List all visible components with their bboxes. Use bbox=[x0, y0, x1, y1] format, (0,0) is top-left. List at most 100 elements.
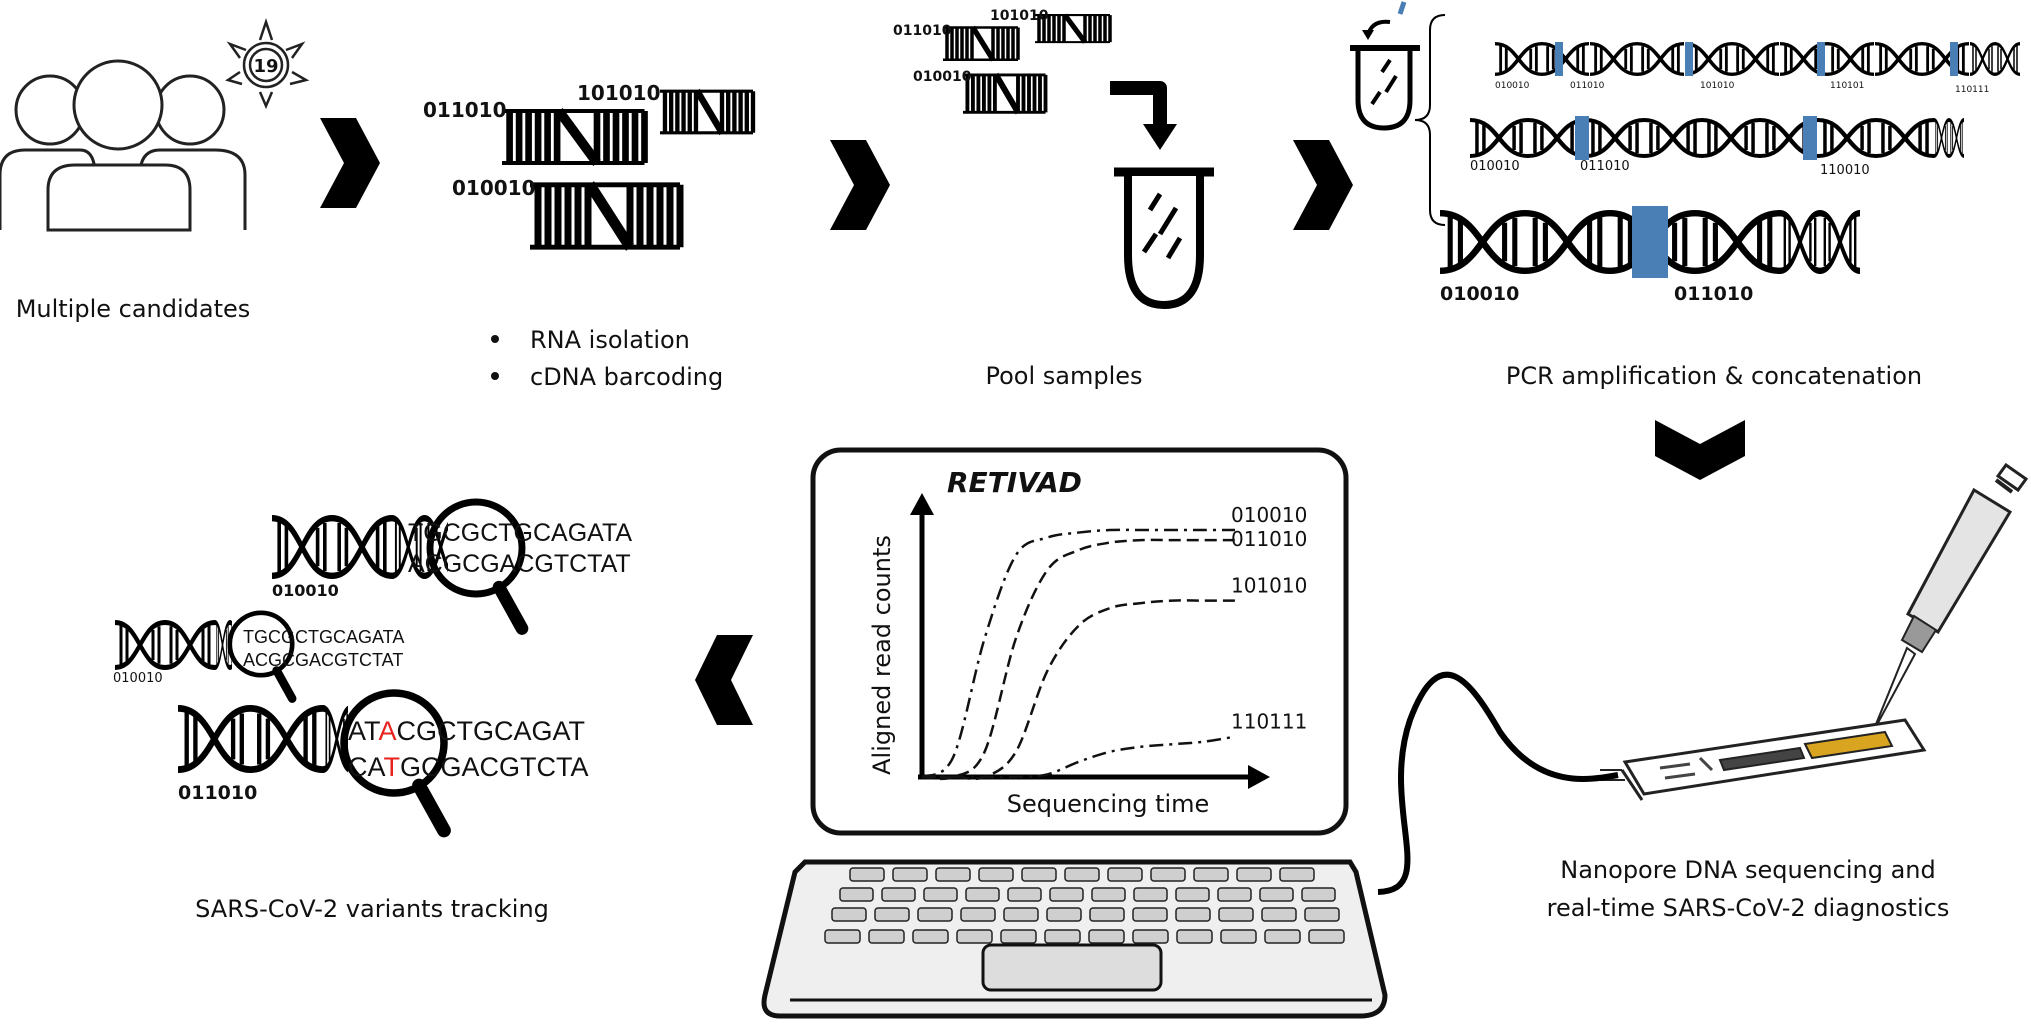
keyboard-key bbox=[1261, 907, 1297, 922]
chevron-right-icon bbox=[320, 118, 380, 208]
keyboard-key bbox=[1133, 887, 1168, 902]
keyboard-key bbox=[892, 867, 928, 882]
variants-label: SARS-CoV-2 variants tracking bbox=[195, 895, 549, 923]
keyboard-key bbox=[839, 887, 874, 902]
barcode-label: 011010 bbox=[1570, 81, 1605, 91]
keyboard-key bbox=[935, 867, 971, 882]
barcode-label: 110101 bbox=[1830, 81, 1864, 91]
barcode-label: 010010 bbox=[1495, 81, 1530, 91]
pool-label: Pool samples bbox=[985, 362, 1142, 390]
sequence-bottom: ACGCGACGTCTAT bbox=[243, 650, 403, 670]
keyboard-key bbox=[923, 887, 958, 902]
dna-fragment bbox=[502, 91, 753, 247]
keyboard-key bbox=[831, 907, 867, 922]
series-line-101010 bbox=[922, 599, 1235, 781]
keyboard-key bbox=[1259, 887, 1294, 902]
keyboard-key bbox=[1107, 867, 1143, 882]
barcode-label: 101010 bbox=[990, 8, 1049, 24]
keyboard-key bbox=[1021, 867, 1057, 882]
keyboard-key bbox=[1064, 867, 1100, 882]
keyboard-key bbox=[960, 907, 996, 922]
virus-badge: 19 bbox=[253, 56, 278, 77]
barcode-label: 010010 bbox=[452, 176, 536, 200]
laptop-icon bbox=[761, 447, 1388, 1019]
keyboard-key bbox=[1150, 867, 1186, 882]
barcode-label: 010010 bbox=[113, 671, 163, 686]
sequence-top: TGCGCTGCAGATA bbox=[408, 519, 632, 547]
keyboard-key bbox=[1301, 887, 1336, 902]
touchpad bbox=[981, 943, 1163, 992]
series-label: 010010 bbox=[1231, 503, 1307, 527]
keyboard-key bbox=[868, 929, 905, 944]
keyboard-key bbox=[1175, 887, 1210, 902]
barcode-label: 010010 bbox=[1440, 283, 1519, 305]
keyboard-key bbox=[1308, 929, 1345, 944]
keyboard-key bbox=[1176, 929, 1213, 944]
pipette-icon bbox=[1871, 462, 2029, 735]
usb-cable bbox=[1377, 671, 1619, 895]
bullet-icon bbox=[491, 335, 499, 343]
series-line-110111 bbox=[922, 735, 1236, 779]
keyboard-key bbox=[1220, 929, 1257, 944]
sequence-bottom: ACGCGACGTCTAT bbox=[408, 550, 631, 578]
barcode-label: 011010 bbox=[423, 98, 507, 122]
keyboard-key bbox=[1175, 907, 1211, 922]
series-label: 011010 bbox=[1231, 527, 1307, 551]
keyboard-key bbox=[1049, 887, 1084, 902]
keyboard-key bbox=[917, 907, 953, 922]
chart-title: RETIVAD bbox=[947, 466, 1082, 499]
arrow-head-icon bbox=[1143, 124, 1177, 150]
barcode-label: 110111 bbox=[1955, 85, 1989, 95]
keyboard-key bbox=[978, 867, 1014, 882]
pcr-label: PCR amplification & concatenation bbox=[1506, 362, 1922, 390]
bullet-icon bbox=[491, 372, 499, 380]
dna-fragment bbox=[943, 15, 1110, 112]
chevron-right-icon bbox=[830, 140, 890, 230]
series-label: 101010 bbox=[1231, 574, 1307, 598]
series-line-010010 bbox=[921, 528, 1235, 779]
keyboard-key bbox=[824, 929, 861, 944]
barcode-label: 101010 bbox=[577, 81, 661, 105]
chevron-down-icon bbox=[1655, 420, 1745, 480]
barcode-label: 110010 bbox=[1820, 163, 1870, 178]
barcode-label: 011010 bbox=[178, 782, 257, 804]
chevron-left-icon bbox=[695, 635, 753, 725]
keyboard-key bbox=[881, 887, 916, 902]
bracket bbox=[1414, 14, 1446, 226]
x-axis-arrow-icon bbox=[1248, 765, 1270, 789]
keyboard-key bbox=[1003, 907, 1039, 922]
keyboard-key bbox=[1091, 887, 1126, 902]
sequencing-label-line1: Nanopore DNA sequencing and bbox=[1560, 856, 1935, 884]
barcode-label: 011010 bbox=[1580, 159, 1630, 174]
keyboard-key bbox=[1089, 907, 1125, 922]
sequence-top: TGCGCTGCAGATA bbox=[243, 627, 404, 647]
sequence-bottom: CATGCGACGTCTA bbox=[348, 752, 589, 782]
dna-concatemer bbox=[1493, 41, 2022, 77]
keyboard-key bbox=[1217, 887, 1252, 902]
barcode-label: 011010 bbox=[1674, 283, 1753, 305]
keyboard-key bbox=[1304, 907, 1340, 922]
read-count-chart: RETIVAD Sequencing time Aligned read cou… bbox=[868, 466, 1307, 818]
barcode-label: 101010 bbox=[1700, 81, 1735, 91]
dna-concatemer bbox=[1470, 116, 1966, 160]
bullet-text: RNA isolation bbox=[530, 326, 690, 354]
keyboard-key bbox=[1193, 867, 1229, 882]
y-axis-label: Aligned read counts bbox=[868, 535, 896, 775]
keyboard-key bbox=[849, 867, 885, 882]
keyboard-key bbox=[1264, 929, 1301, 944]
candidates-label: Multiple candidates bbox=[16, 295, 251, 323]
sequence-top: ATACGCTGCAGAT bbox=[348, 716, 585, 746]
people-icon bbox=[0, 59, 247, 232]
x-axis-label: Sequencing time bbox=[1007, 790, 1210, 818]
keyboard-key bbox=[912, 929, 949, 944]
keyboard-key bbox=[1236, 867, 1272, 882]
flow-cell-icon bbox=[1600, 718, 1927, 801]
barcode-label: 011010 bbox=[893, 23, 952, 39]
keyboard-key bbox=[1044, 929, 1081, 944]
keyboard-key bbox=[1046, 907, 1082, 922]
keyboard-key bbox=[1088, 929, 1125, 944]
y-axis-arrow-icon bbox=[910, 493, 934, 515]
sequencing-label-line2: real-time SARS-CoV-2 diagnostics bbox=[1547, 894, 1950, 922]
dna-concatemer bbox=[1440, 206, 1860, 278]
